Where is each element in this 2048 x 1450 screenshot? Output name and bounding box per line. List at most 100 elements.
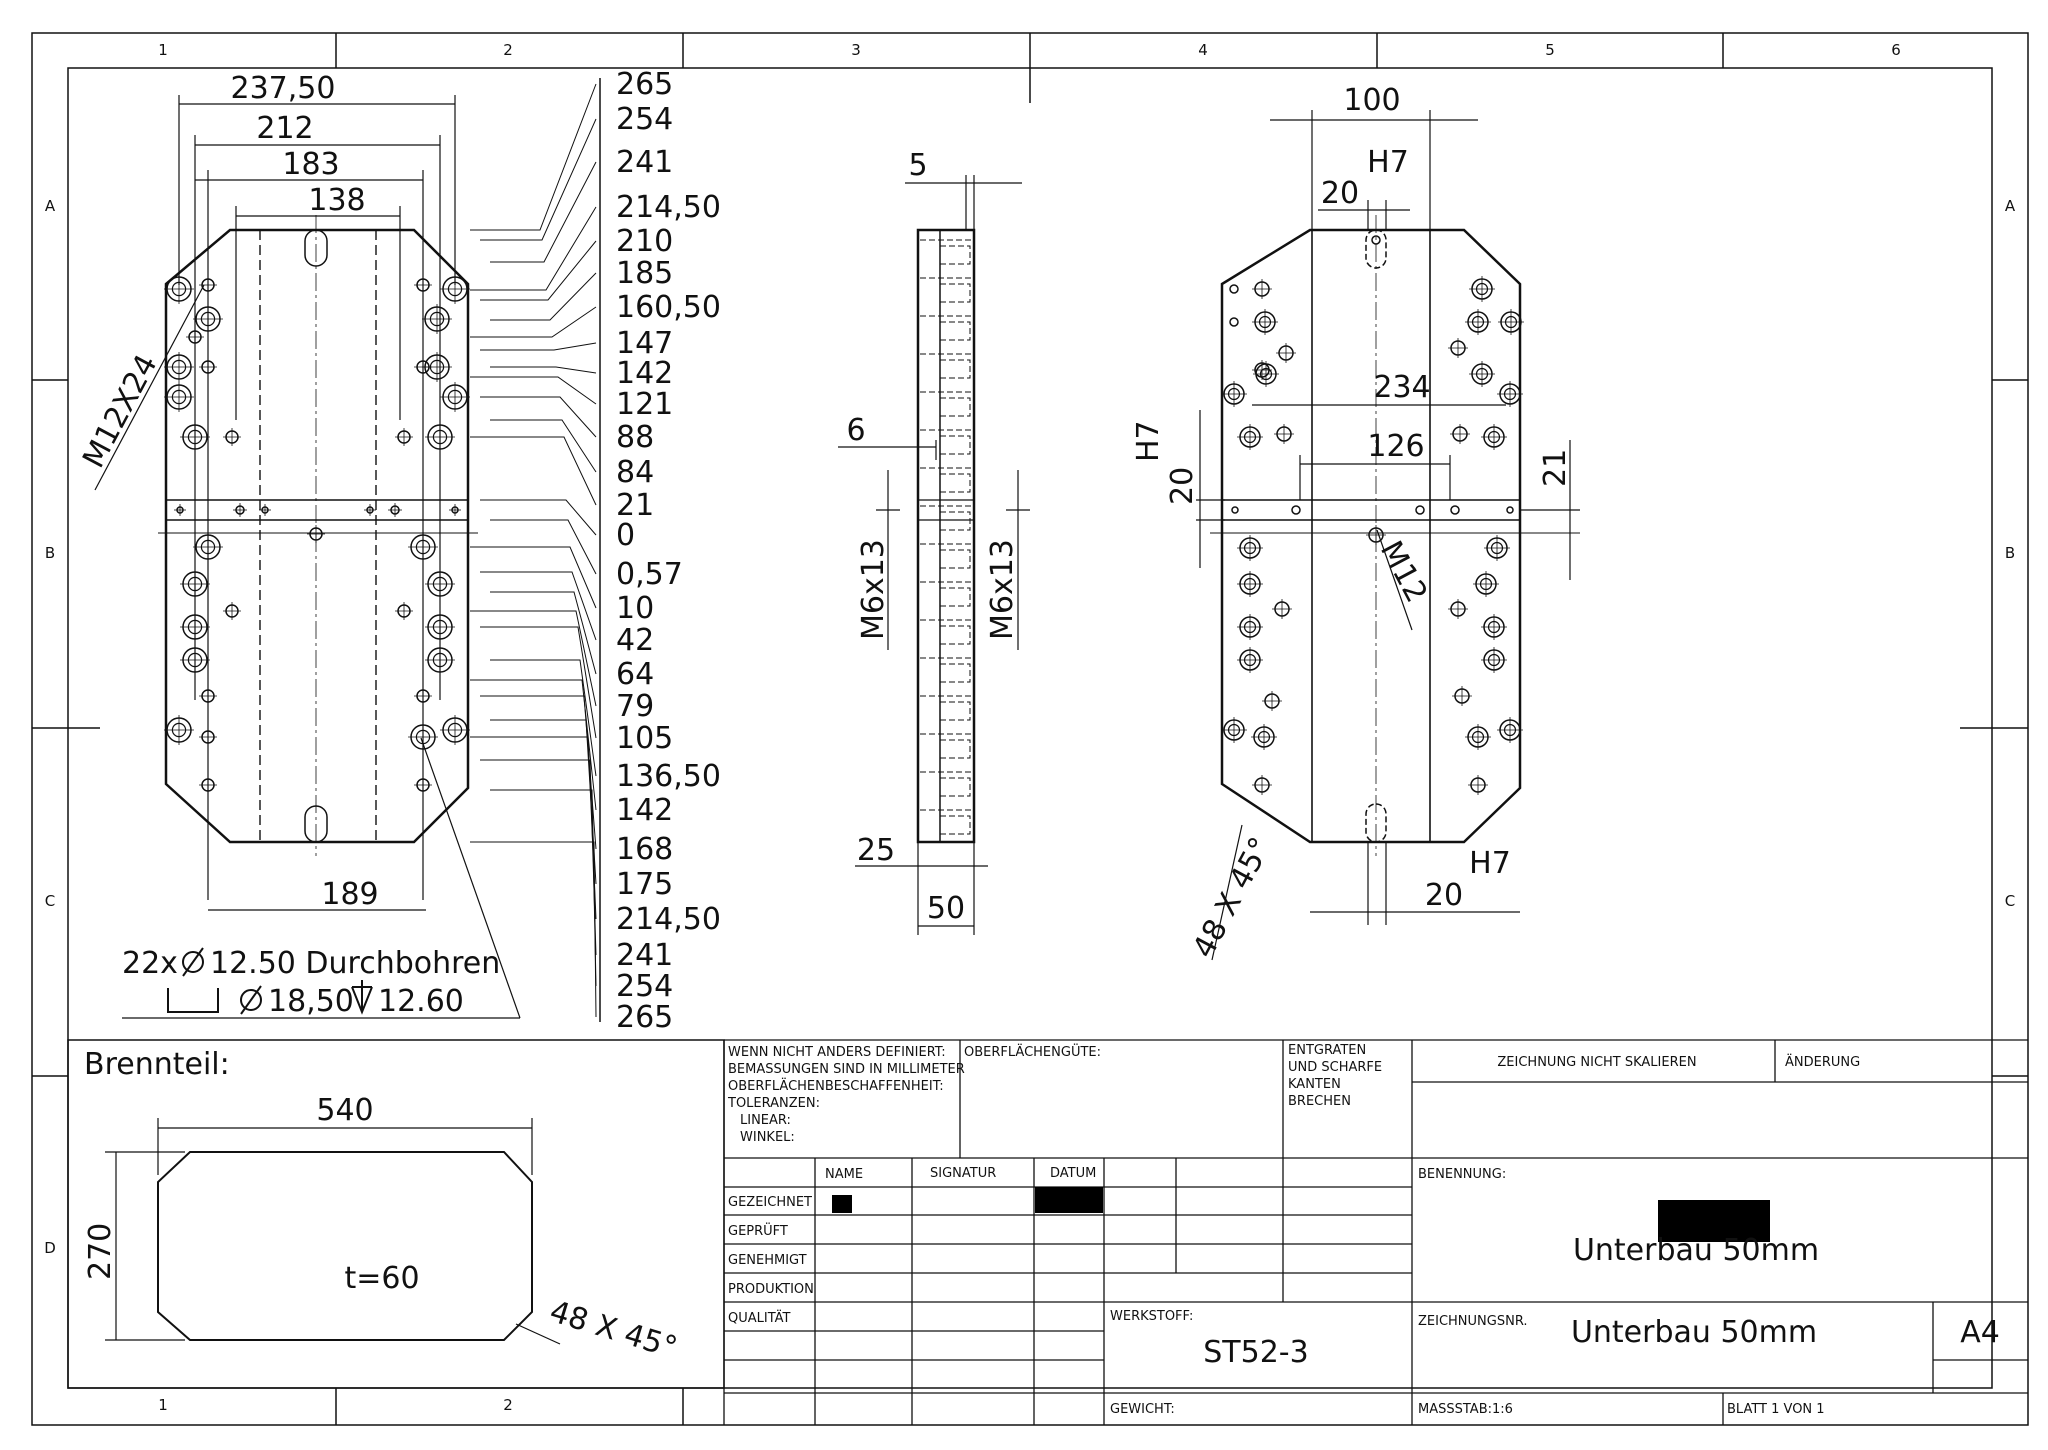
scale-value: MASSSTAB:1:6 xyxy=(1418,1402,1513,1417)
ordinate-dimensions: 265254241214,50210185160,501471421218884… xyxy=(470,67,721,1035)
dim-126: 126 xyxy=(1367,429,1424,464)
ordinate-leader xyxy=(470,436,597,506)
hidden-pocket xyxy=(939,701,971,721)
ordinate-leader xyxy=(480,759,597,956)
ordinate-leader xyxy=(490,591,597,675)
note-4: TOLERANZEN: xyxy=(727,1096,820,1111)
title-block-text: WENN NICHT ANDERS DEFINIERT: BEMASSUNGEN… xyxy=(727,1043,2000,1417)
ordinate-value: 0 xyxy=(616,518,635,553)
front-view-holes xyxy=(164,274,470,794)
hidden-pocket xyxy=(939,397,971,417)
hidden-pocket xyxy=(939,549,971,569)
ordinate-leader xyxy=(480,695,597,850)
back-view: 100 H7 20 234 126 H7 20 21 M12 H7 20 48 … xyxy=(1131,83,1580,964)
ordinate-value: 64 xyxy=(616,657,654,692)
dim-212: 212 xyxy=(256,111,313,146)
zone-col-4: 4 xyxy=(1198,41,1208,59)
ordinate-value: 160,50 xyxy=(616,290,721,325)
back-view-holes xyxy=(1221,235,1524,795)
ordinate-value: 142 xyxy=(616,793,673,828)
back-thread-note: M12 xyxy=(1373,535,1434,608)
blank-heading: Brennteil: xyxy=(84,1047,230,1082)
counterbore-diameter: 18,50 xyxy=(268,984,354,1019)
hidden-pocket xyxy=(939,511,971,531)
blank-thickness: t=60 xyxy=(344,1261,419,1296)
front-top-dimension-lines xyxy=(178,95,456,911)
header-signature: SIGNATUR xyxy=(930,1166,996,1181)
zone-row-c: C xyxy=(45,892,55,910)
zone-col-2-bottom: 2 xyxy=(503,1396,513,1414)
drawing-no-label: ZEICHNUNGSNR. xyxy=(1418,1314,1528,1329)
drill-hole xyxy=(1291,505,1301,515)
ordinate-leader xyxy=(470,376,597,405)
zone-col-1-bottom: 1 xyxy=(158,1396,168,1414)
ordinate-value: 254 xyxy=(616,102,673,137)
zone-row-a: A xyxy=(45,197,56,215)
hole-diameter-through: 12.50 Durchbohren xyxy=(210,946,500,981)
ordinate-leader xyxy=(470,546,597,609)
ordinate-leader xyxy=(480,626,597,739)
ordinate-leader xyxy=(480,342,597,351)
ordinate-leader xyxy=(480,396,597,438)
deburr-3: KANTEN xyxy=(1288,1077,1341,1092)
revision-label: ÄNDERUNG xyxy=(1785,1054,1860,1070)
ordinate-leader xyxy=(490,659,597,777)
ordinate-leader xyxy=(480,499,597,536)
ordinate-value: 214,50 xyxy=(616,190,721,225)
dim-20-top: 20 xyxy=(1321,176,1359,211)
ordinate-leader xyxy=(470,83,597,231)
zone-col-6: 6 xyxy=(1891,41,1901,59)
ordinate-value: 121 xyxy=(616,387,673,422)
role-checked: GEPRÜFT xyxy=(728,1222,788,1239)
ordinate-leader xyxy=(480,118,597,241)
fit-h7-bottom: H7 xyxy=(1469,846,1511,881)
role-production: PRODUKTION xyxy=(728,1282,814,1297)
counterbore-icon xyxy=(167,988,219,1013)
zone-col-1: 1 xyxy=(158,41,168,59)
zone-row-d: D xyxy=(44,1239,56,1257)
dim-183: 183 xyxy=(282,147,339,182)
front-view: 265254241214,50210185160,501471421218884… xyxy=(76,67,721,1035)
deburr-4: BRECHEN xyxy=(1288,1094,1351,1109)
ordinate-value: 136,50 xyxy=(616,759,721,794)
zone-row-c-right: C xyxy=(2005,892,2015,910)
ordinate-leader xyxy=(490,519,597,575)
ordinate-leader xyxy=(470,306,597,338)
ordinate-value: 21 xyxy=(616,488,654,523)
ordinate-leader xyxy=(470,206,597,291)
dim-20-left: 20 xyxy=(1165,467,1200,505)
note-1: WENN NICHT ANDERS DEFINIERT: xyxy=(728,1045,946,1060)
role-quality: QUALITÄT xyxy=(728,1310,791,1326)
ordinate-value: 79 xyxy=(616,689,654,724)
dim-138: 138 xyxy=(308,183,365,218)
ordinate-value: 0,57 xyxy=(616,557,683,592)
hidden-pocket xyxy=(939,473,971,493)
ordinate-value: 42 xyxy=(616,623,654,658)
ordinate-value: 265 xyxy=(616,1000,673,1035)
dim-6: 6 xyxy=(846,413,865,448)
ordinate-value: 210 xyxy=(616,224,673,259)
redaction-naming xyxy=(1658,1200,1770,1242)
ordinate-leader xyxy=(480,571,597,641)
back-view-outline xyxy=(1220,228,1522,844)
title-block xyxy=(723,1039,2028,1425)
hole-count: 22x xyxy=(122,946,178,981)
zone-row-a-right: A xyxy=(2005,197,2016,215)
drill-hole xyxy=(1231,506,1239,514)
front-thread-note: M12X24 xyxy=(76,349,165,474)
ordinate-value: 254 xyxy=(616,969,673,1004)
no-scale-note: ZEICHNUNG NICHT SKALIEREN xyxy=(1497,1055,1696,1070)
ordinate-leader xyxy=(480,240,597,301)
blank-outline xyxy=(157,1151,533,1341)
hidden-pocket xyxy=(939,625,971,645)
zone-labels: 1 2 3 4 5 6 1 2 A B C D A B C xyxy=(44,41,2016,1414)
blank-section: Brennteil: 540 270 t=60 48 X 45° xyxy=(67,1039,725,1389)
header-date: DATUM xyxy=(1050,1166,1096,1181)
drill-hole xyxy=(1371,235,1381,245)
note-6: WINKEL: xyxy=(740,1130,795,1145)
hidden-pocket xyxy=(939,663,971,683)
redaction-name xyxy=(832,1195,852,1213)
hidden-pocket xyxy=(939,359,971,379)
header-name: NAME xyxy=(825,1167,863,1182)
blank-height: 270 xyxy=(83,1223,118,1280)
